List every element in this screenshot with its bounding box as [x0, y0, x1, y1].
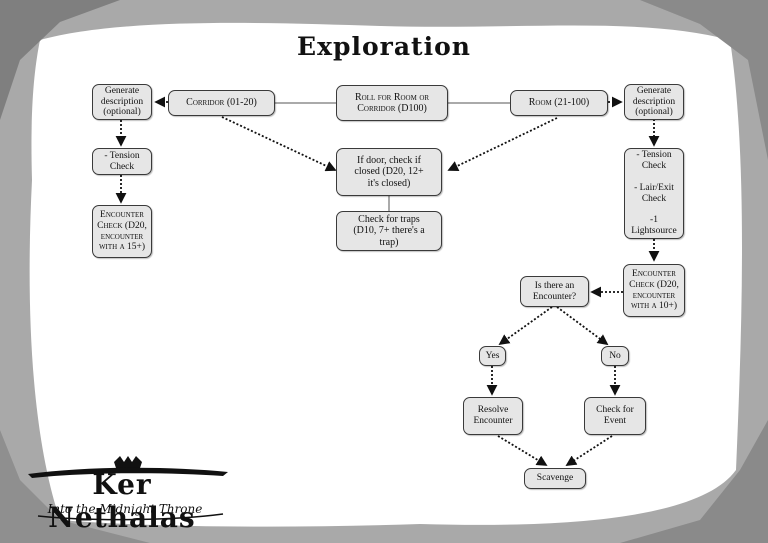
yes-label: Yes [485, 350, 500, 361]
yes-node: Yes [479, 346, 506, 366]
arrow-question-to-yes [498, 306, 553, 346]
resolve-label: Resolve Encounter [473, 405, 513, 426]
arrow-event-to-scavenge [565, 435, 613, 466]
logo-emblem [28, 456, 228, 521]
scavenge-node: Scavenge [524, 468, 586, 489]
encounter-left-label: Encounter Check (D20, encounter with a 1… [97, 209, 147, 253]
question-label: Is there an Encounter? [532, 280, 577, 302]
corridor-label: Corridor (01-20) [186, 97, 257, 109]
no-node: No [601, 346, 629, 366]
logo-title: Ker Nethalas [48, 468, 196, 534]
door-node: If door, check if closed (D20, 12+ it's … [336, 148, 442, 196]
generate-right-label: Generate description (optional) [632, 85, 676, 118]
resolve-node: Resolve Encounter [463, 397, 523, 435]
event-node: Check for Event [584, 397, 646, 435]
question-node: Is there an Encounter? [520, 276, 589, 307]
arrow-question-to-no [556, 306, 609, 346]
logo-swash [28, 467, 228, 478]
arrow-resolve-to-scavenge [497, 435, 548, 466]
door-label: If door, check if closed (D20, 12+ it's … [354, 154, 424, 189]
tension-right-node: - Tension Check - Lair/Exit Check -1 Lig… [624, 148, 684, 239]
room-label: Room (21-100) [528, 97, 590, 109]
encounter-right-node: Encounter Check (D20, encounter with a 1… [623, 264, 685, 317]
encounter-left-node: Encounter Check (D20, encounter with a 1… [92, 205, 152, 258]
tension-left-label: - Tension Check [104, 150, 140, 172]
no-label: No [609, 350, 621, 361]
crown-icon [114, 456, 142, 468]
encounter-right-label: Encounter Check (D20, encounter with a 1… [629, 268, 679, 312]
roll-node: Roll for Room or Corridor (D100) [336, 85, 448, 121]
logo-subtitle: Into the Midnight Throne [47, 502, 203, 516]
arrow-room-to-door [447, 117, 558, 171]
page-title: Exploration [297, 32, 471, 61]
event-label: Check for Event [596, 405, 634, 426]
generate-left-node: Generate description (optional) [92, 84, 152, 120]
arrow-corridor-to-door [221, 116, 337, 172]
tension-right-label: - Tension Check - Lair/Exit Check -1 Lig… [631, 149, 677, 237]
logo-underline [37, 513, 224, 521]
room-node: Room (21-100) [510, 90, 608, 116]
traps-label: Check for traps (D10, 7+ there's a trap) [353, 213, 425, 248]
roll-label: Roll for Room or Corridor (D100) [354, 91, 430, 115]
generate-right-node: Generate description (optional) [624, 84, 684, 120]
scavenge-label: Scavenge [536, 473, 574, 484]
traps-node: Check for traps (D10, 7+ there's a trap) [336, 211, 442, 251]
tension-left-node: - Tension Check [92, 148, 152, 175]
corridor-node: Corridor (01-20) [168, 90, 275, 116]
generate-left-label: Generate description (optional) [100, 85, 144, 118]
